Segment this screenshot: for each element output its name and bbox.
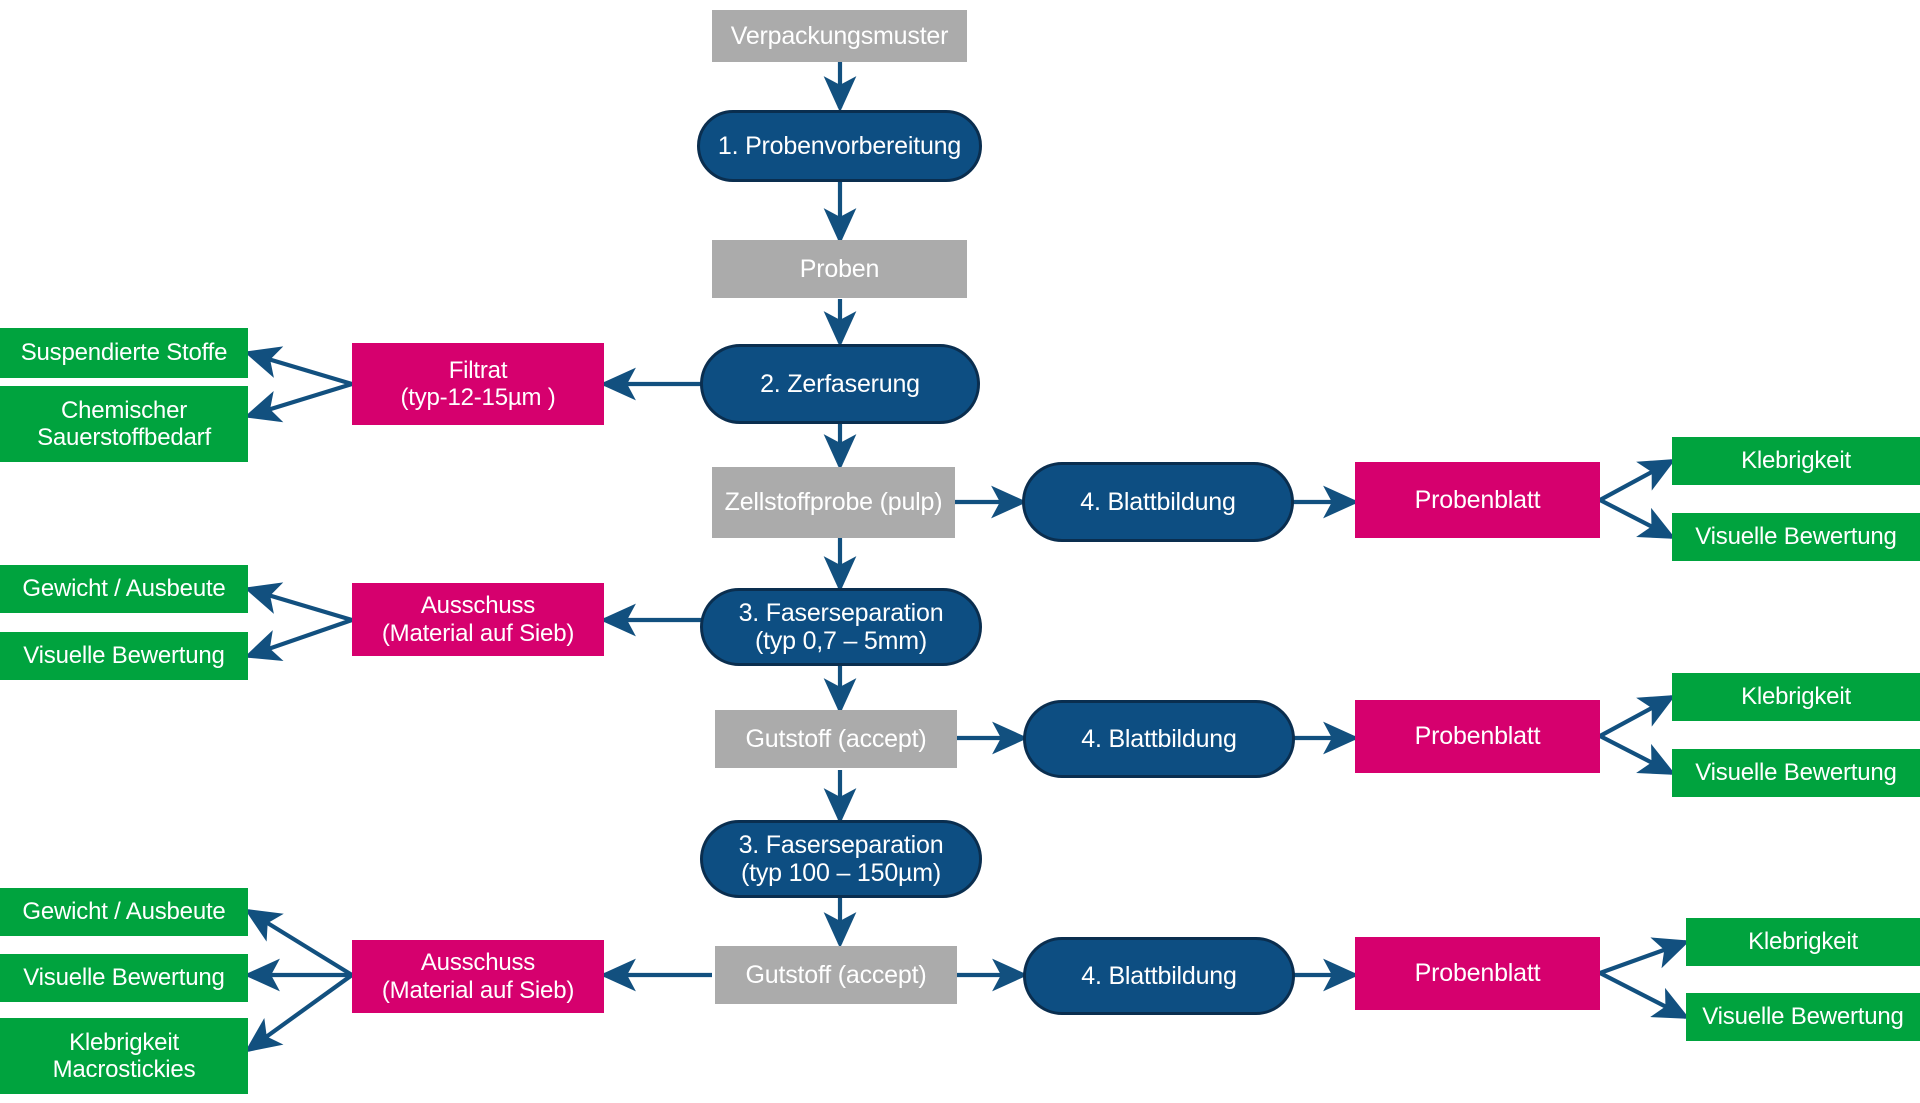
- node-visuelle-bewertung-4[interactable]: Visuelle Bewertung: [0, 954, 248, 1002]
- node-probenblatt-1[interactable]: Probenblatt: [1355, 462, 1600, 538]
- edge-probenblatt1-visuelle1: [1599, 498, 1676, 539]
- node-visuelle-bewertung-2[interactable]: Visuelle Bewertung: [0, 632, 248, 680]
- node-verpackungsmuster[interactable]: Verpackungsmuster: [712, 10, 967, 62]
- node-gutstoff-accept-2[interactable]: Gutstoff (accept): [715, 946, 957, 1004]
- edge-probenblatt2-klebrigkeit2: [1598, 694, 1676, 738]
- edge-probenblatt3-klebrigkeit3: [1599, 937, 1690, 975]
- node-suspendierte-stoffe[interactable]: Suspendierte Stoffe: [0, 328, 248, 378]
- edge-filtrat-csb: [243, 381, 353, 423]
- node-probenblatt-2[interactable]: Probenblatt: [1355, 700, 1600, 773]
- node-step-4-blattbildung-1[interactable]: 4. Blattbildung: [1022, 462, 1294, 542]
- edge-probenblatt3-visuelle5: [1599, 971, 1690, 1019]
- node-zellstoffprobe-pulp[interactable]: Zellstoffprobe (pulp): [712, 467, 955, 538]
- node-chemischer-sauerstoffbedarf[interactable]: Chemischer Sauerstoffbedarf: [0, 386, 248, 462]
- edge-probenblatt2-visuelle3: [1599, 734, 1676, 775]
- edge-filtrat-suspendierte-stoffe: [243, 346, 353, 387]
- node-gewicht-ausbeute-1[interactable]: Gewicht / Ausbeute: [0, 565, 248, 613]
- node-probenblatt-3[interactable]: Probenblatt: [1355, 937, 1600, 1010]
- edge-ausschuss1-gewicht1: [243, 582, 353, 623]
- node-step-1-probenvorbereitung[interactable]: 1. Probenvorbereitung: [697, 110, 982, 182]
- edge-ausschuss1-visuelle2: [244, 618, 353, 662]
- node-klebrigkeit-1[interactable]: Klebrigkeit: [1672, 437, 1920, 485]
- node-klebrigkeit-2[interactable]: Klebrigkeit: [1672, 673, 1920, 721]
- edge-probenblatt1-klebrigkeit1: [1598, 458, 1676, 502]
- edge-ausschuss2-gewicht2: [244, 908, 354, 977]
- node-visuelle-bewertung-1[interactable]: Visuelle Bewertung: [1672, 513, 1920, 561]
- node-step-4-blattbildung-2[interactable]: 4. Blattbildung: [1023, 700, 1295, 778]
- node-step-3-faserseparation-b[interactable]: 3. Faserseparation (typ 100 – 150µm): [700, 820, 982, 898]
- node-gewicht-ausbeute-2[interactable]: Gewicht / Ausbeute: [0, 888, 248, 936]
- node-klebrigkeit-macrostickies[interactable]: Klebrigkeit Macrostickies: [0, 1018, 248, 1094]
- node-visuelle-bewertung-5[interactable]: Visuelle Bewertung: [1686, 993, 1920, 1041]
- node-ausschuss-1[interactable]: Ausschuss (Material auf Sieb): [352, 583, 604, 656]
- node-step-3-faserseparation-a[interactable]: 3. Faserseparation (typ 0,7 – 5mm): [700, 588, 982, 666]
- node-step-4-blattbildung-3[interactable]: 4. Blattbildung: [1023, 937, 1295, 1015]
- edge-ausschuss2-macrostickies: [244, 973, 354, 1053]
- node-klebrigkeit-3[interactable]: Klebrigkeit: [1686, 918, 1920, 966]
- node-ausschuss-2[interactable]: Ausschuss (Material auf Sieb): [352, 940, 604, 1013]
- node-step-2-zerfaserung[interactable]: 2. Zerfaserung: [700, 344, 980, 424]
- node-gutstoff-accept-1[interactable]: Gutstoff (accept): [715, 710, 957, 768]
- node-proben[interactable]: Proben: [712, 240, 967, 298]
- node-visuelle-bewertung-3[interactable]: Visuelle Bewertung: [1672, 749, 1920, 797]
- node-filtrat[interactable]: Filtrat (typ-12-15µm ): [352, 343, 604, 425]
